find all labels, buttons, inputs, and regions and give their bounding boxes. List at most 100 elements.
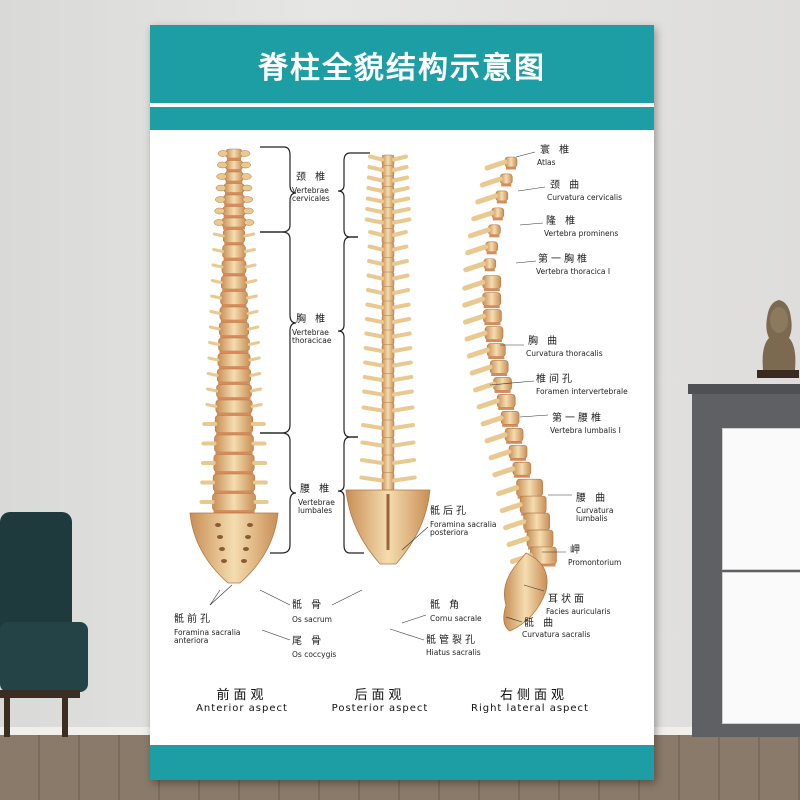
label-lumbar-curve-en1: Curvatura [576, 506, 614, 515]
disc-lateral [531, 564, 556, 567]
transverse-process [392, 207, 411, 214]
intervertebral-disc [216, 432, 252, 435]
vertebra-anterior [217, 353, 251, 367]
intervertebral-disc [222, 273, 246, 276]
transverse-process [243, 219, 255, 226]
spinous-process-lateral [465, 244, 489, 256]
spinous-process [381, 165, 395, 177]
transverse-process [363, 360, 384, 368]
vertebra-anterior [223, 183, 245, 193]
label-t1-zh: 第一胸椎 [538, 254, 590, 265]
intervertebral-disc [214, 471, 254, 474]
intervertebral-disc [224, 242, 244, 245]
rib-head [247, 325, 260, 331]
label-foramina-posterior-zh: 骶后孔 [430, 506, 469, 517]
vertebra-anterior [222, 244, 246, 259]
spinous-process [381, 329, 395, 346]
label-auricular-en: Facies auricularis [546, 607, 611, 616]
label-thoracic-en2: thoracicae [292, 336, 332, 345]
vertebra-anterior [218, 322, 250, 336]
transverse-process [365, 302, 384, 310]
transverse-process [215, 184, 227, 192]
intervertebral-disc [224, 192, 244, 195]
label-intervertebral-zh: 椎间孔 [536, 374, 575, 385]
vertebral-body-lateral [504, 428, 524, 442]
disc-lateral [498, 407, 515, 410]
label-foramina-posterior-en2: posteriora [430, 528, 469, 537]
sacral-foramen [219, 547, 225, 551]
vertebra-anterior [215, 399, 253, 414]
cabinet-door-lower [722, 572, 800, 724]
anterior-spine-illustration [189, 148, 279, 584]
transverse-process [392, 273, 410, 281]
vertebra-anterior [223, 194, 246, 205]
transverse-process [392, 440, 416, 448]
transverse-process [392, 175, 410, 183]
transverse-process [361, 405, 384, 413]
transverse-process [392, 259, 409, 266]
transverse-process [392, 244, 409, 252]
side-cabinet [688, 384, 800, 737]
rib-head [250, 403, 263, 408]
spinous-process-lateral [484, 432, 508, 444]
vertebral-body-lateral [519, 495, 547, 514]
transverse-process [367, 244, 384, 252]
rib-head [246, 310, 259, 315]
spinous-process [381, 154, 395, 167]
spinous-process [381, 271, 395, 288]
vertebra-anterior [214, 434, 254, 453]
rib-head [206, 387, 219, 393]
spinous-process [381, 207, 395, 219]
transverse-process [240, 161, 251, 169]
region-brackets [260, 146, 370, 554]
disc-lateral [506, 167, 516, 170]
sacral-foramen [241, 559, 247, 563]
label-promontorium-zh: 岬 [570, 545, 583, 556]
disc-lateral [486, 251, 497, 255]
cabinet-door-upper [722, 428, 800, 570]
buddha-statue [757, 300, 799, 378]
disc-lateral [506, 441, 523, 444]
spinous-process [381, 402, 395, 421]
spinous-process-lateral [462, 313, 486, 325]
vertebra-anterior [212, 493, 256, 511]
label-cornu-en: Cornu sacrale [430, 614, 482, 623]
spinous-process-lateral [469, 364, 493, 376]
disc-lateral [513, 475, 530, 478]
vertebra-anterior [216, 368, 252, 383]
sacral-foramen [221, 559, 227, 563]
label-thoracic-en1: Vertebrae [292, 328, 329, 337]
vertebral-body-lateral [483, 309, 502, 323]
label-cervical-en2: cervicales [292, 194, 330, 203]
caption-anterior-zh: 前面观 [216, 688, 268, 703]
leader-lines [209, 151, 572, 641]
rib-head [207, 356, 220, 362]
label-lumbar-curve-zh: 腰 曲 [576, 493, 609, 504]
rib-head [205, 403, 218, 408]
spinous-process-lateral [476, 398, 500, 410]
spinous-process-lateral [467, 227, 491, 239]
disc-lateral [492, 217, 503, 221]
transverse-process [360, 440, 384, 448]
transverse-process [392, 196, 411, 204]
rib-head [247, 341, 260, 346]
transverse-process [216, 173, 227, 180]
intervertebral-disc [222, 227, 246, 230]
disc-lateral [484, 268, 495, 272]
vertebral-body-lateral [484, 326, 504, 340]
label-prominens-en: Vertebra prominens [544, 229, 619, 238]
caption-anterior-en: Anterior aspect [196, 703, 288, 714]
title-banner [150, 25, 654, 103]
transverse-process [365, 288, 384, 295]
spinous-process-lateral [462, 296, 486, 308]
label-prominens-zh: 隆 椎 [546, 216, 579, 227]
transverse-process [214, 207, 225, 215]
transverse-process [363, 346, 384, 353]
spinous-process-lateral [471, 210, 495, 222]
transverse-process [392, 405, 415, 413]
transverse-process [366, 186, 384, 193]
intervertebral-disc [221, 304, 247, 307]
label-foramina-anterior-en1: Foramina sacralia [174, 628, 241, 637]
vertebra-anterior [222, 229, 246, 243]
label-atlas-en: Atlas [537, 158, 556, 167]
